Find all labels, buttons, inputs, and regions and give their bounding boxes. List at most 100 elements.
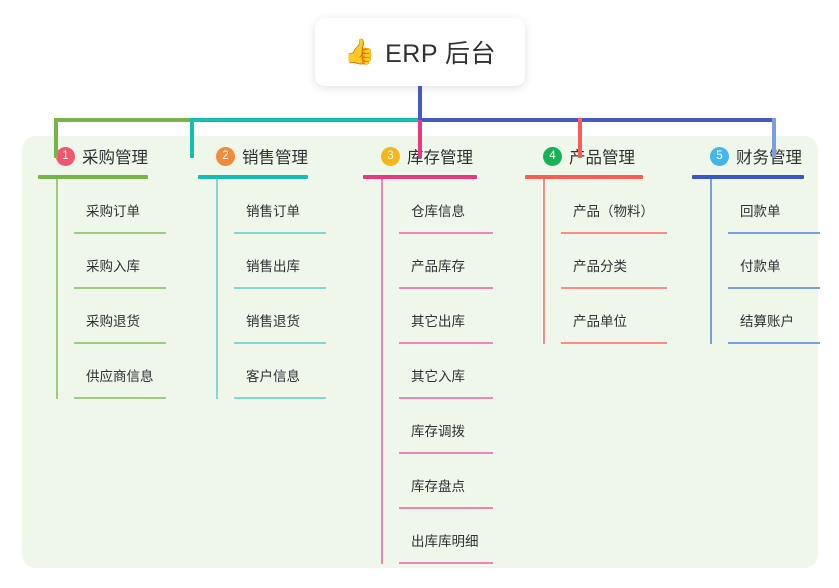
branch-item[interactable]: 销售退货 [216,289,348,344]
branch-item-label: 客户信息 [246,369,300,384]
branch-title-inventory: 库存管理 [407,149,473,167]
thumbs-up-icon: 👍 [343,37,376,66]
branch-index-badge-finance: 5 [710,146,729,166]
branch-item[interactable]: 出库库明细 [381,509,523,564]
branch-item[interactable]: 客户信息 [216,344,348,399]
branch-item[interactable]: 采购订单 [56,179,188,234]
branch-title-sales: 销售管理 [242,149,308,167]
branch-item[interactable]: 付款单 [710,234,839,289]
branch-item-rule [728,342,820,344]
branch-items-finance: 回款单付款单结算账户 [692,179,839,344]
branch-item-rule [561,232,667,234]
branch-header-rule-product [525,175,643,179]
branch-stem-purchase [56,179,58,399]
branch-item-rule [399,397,493,399]
branch-items-product: 产品（物料） 产品分类产品单位 [525,179,685,344]
branch-item[interactable]: 回款单 [710,179,839,234]
branch-item-label: 回款单 [740,204,781,219]
branch-item-rule [399,562,493,564]
branch-item-label: 产品分类 [573,259,627,274]
bus-segment-teal [190,118,418,122]
bus-segment-blue [418,118,776,122]
branch-item-rule [399,452,493,454]
branch-item[interactable]: 产品库存 [381,234,523,289]
branch-item[interactable]: 采购入库 [56,234,188,289]
branch-column-product: 4 产品管理产品（物料） 产品分类产品单位 [525,144,685,344]
branch-header-rule-purchase [38,175,148,179]
branch-item-rule [234,397,326,399]
branch-stem-finance [710,179,712,344]
branch-item-label: 其它入库 [411,369,465,384]
bus-segment-green [54,118,190,122]
branch-item-rule [399,342,493,344]
branch-item-label: 库存调拨 [411,424,465,439]
branch-item-label: 供应商信息 [86,369,154,384]
branch-title-purchase: 采购管理 [82,149,148,167]
branch-item-label: 销售退货 [246,314,300,329]
branch-item[interactable]: 产品分类 [543,234,685,289]
branch-item-label: 销售出库 [246,259,300,274]
branch-column-purchase: 1 采购管理采购订单采购入库采购退货供应商信息 [38,144,188,399]
branch-item-rule [74,232,166,234]
branch-item[interactable]: 产品（物料） [543,179,685,234]
branch-items-purchase: 采购订单采购入库采购退货供应商信息 [38,179,188,399]
branch-item-rule [728,232,820,234]
branch-item-label: 采购退货 [86,314,140,329]
branch-item-rule [561,287,667,289]
branch-item-label: 产品单位 [573,314,627,329]
branch-header-rule-finance [692,175,804,179]
branch-item[interactable]: 销售出库 [216,234,348,289]
branch-item-rule [234,342,326,344]
branch-item-label: 采购入库 [86,259,140,274]
branch-item[interactable]: 产品单位 [543,289,685,344]
drop-inventory [418,118,422,158]
branch-index-badge-product: 4 [543,146,562,166]
branch-item-label: 付款单 [740,259,781,274]
trunk-connector [418,86,422,120]
branch-title-finance: 财务管理 [736,149,802,167]
branch-item[interactable]: 库存盘点 [381,454,523,509]
branch-item-rule [74,397,166,399]
branch-item-label: 仓库信息 [411,204,465,219]
branch-header-finance[interactable]: 5 财务管理 [692,144,839,168]
branch-stem-product [543,179,545,344]
branch-items-inventory: 仓库信息产品库存其它出库其它入库库存调拨库存盘点出库库明细 [363,179,523,564]
branch-item-rule [399,507,493,509]
branch-items-sales: 销售订单销售出库销售退货客户信息 [198,179,348,399]
branch-item-label: 产品库存 [411,259,465,274]
branch-item-rule [399,287,493,289]
branch-item[interactable]: 其它入库 [381,344,523,399]
branch-item-label: 结算账户 [740,314,794,329]
branch-item-rule [399,232,493,234]
branch-item-label: 采购订单 [86,204,140,219]
branch-item[interactable]: 供应商信息 [56,344,188,399]
branch-item-label: 产品（物料） [573,204,654,219]
branch-item-rule [728,287,820,289]
branch-item-rule [74,287,166,289]
branch-stem-sales [216,179,218,399]
branch-item[interactable]: 销售订单 [216,179,348,234]
branch-item[interactable]: 仓库信息 [381,179,523,234]
branch-item[interactable]: 结算账户 [710,289,839,344]
branch-header-product[interactable]: 4 产品管理 [525,144,685,168]
branch-item-label: 其它出库 [411,314,465,329]
diagram-background-panel [22,136,818,568]
branch-item[interactable]: 库存调拨 [381,399,523,454]
branch-title-product: 产品管理 [569,149,635,167]
branch-item-label: 库存盘点 [411,479,465,494]
branch-stem-inventory [381,179,383,564]
branch-item-label: 销售订单 [246,204,300,219]
branch-item-rule [561,342,667,344]
branch-header-rule-sales [198,175,308,179]
branch-item[interactable]: 采购退货 [56,289,188,344]
root-node-erp-backend[interactable]: 👍 ERP 后台 [315,18,525,86]
drop-sales [190,118,194,158]
branch-index-badge-purchase: 1 [56,146,75,166]
branch-item[interactable]: 其它出库 [381,289,523,344]
branch-header-purchase[interactable]: 1 采购管理 [38,144,188,168]
root-node-title: ERP 后台 [385,40,497,68]
